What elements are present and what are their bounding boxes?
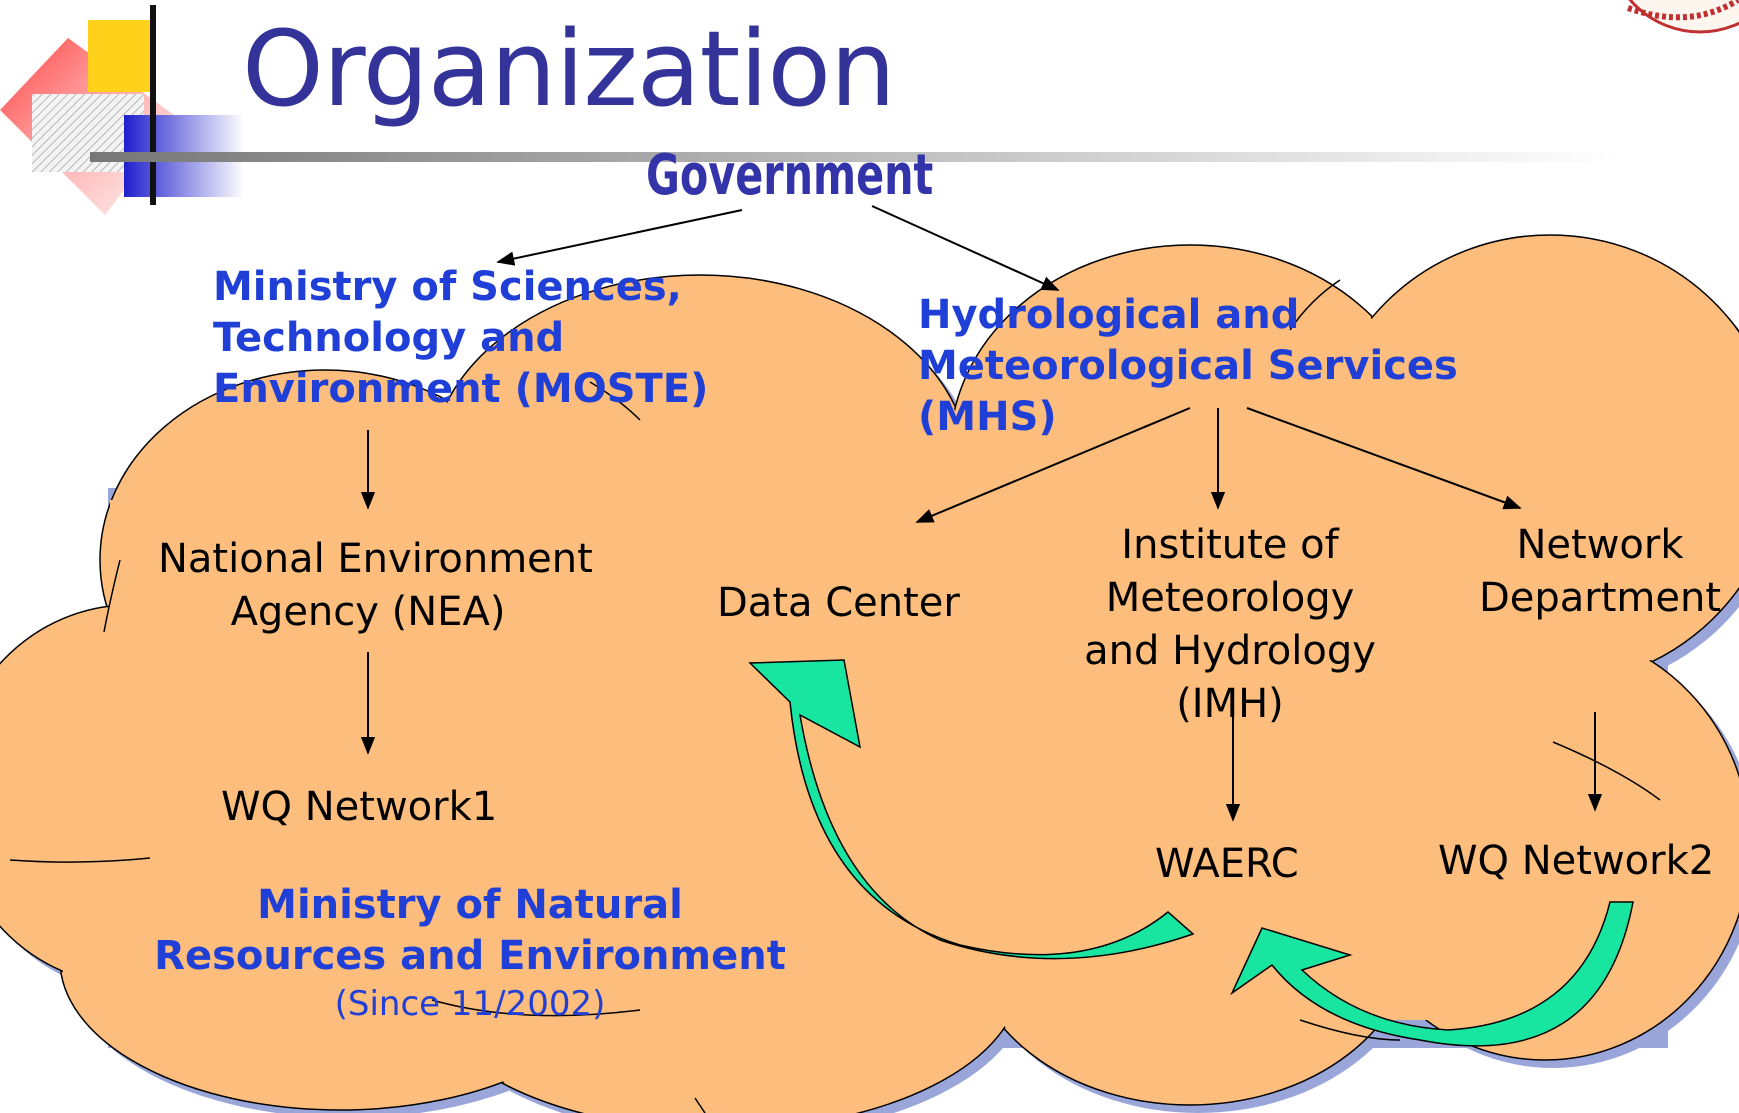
imh-line3: and Hydrology — [1084, 628, 1376, 674]
nea-node: National Environment Agency (NEA) — [158, 533, 593, 639]
flow-arrow-waerc-to-datacenter — [748, 659, 1195, 960]
moste-line1: Ministry of Sciences, — [213, 264, 682, 310]
cloud-body — [0, 237, 1739, 1113]
monre-line2: Resources and Environment — [154, 933, 786, 979]
mhs-line2: Meteorological Services — [918, 343, 1458, 389]
flow-arrow-wq2-to-waerc — [1230, 901, 1634, 1047]
government-node: Government — [646, 143, 934, 208]
network-dept-line2: Department — [1478, 575, 1722, 621]
waerc-node: WAERC — [1155, 841, 1299, 887]
horizontal-rule-line — [90, 152, 1620, 162]
cloud-creases — [9, 279, 1661, 1113]
moste-line3: Environment (MOSTE) — [213, 366, 709, 412]
imh-line2: Meteorology — [1105, 575, 1355, 621]
arrow-gov-mhs — [871, 205, 1060, 291]
nea-line1: National Environment — [158, 536, 593, 582]
imh-line4: (IMH) — [1176, 681, 1284, 727]
moste-node: Ministry of Sciences, Technology and Env… — [213, 262, 708, 415]
arrow-mhs-datacenter — [915, 407, 1191, 523]
mhs-line3: (MHS) — [918, 394, 1057, 440]
title-decoration — [0, 5, 1620, 215]
monre-since: (Since 11/2002) — [334, 984, 606, 1024]
nea-line2: Agency (NEA) — [230, 589, 506, 635]
data-center-node: Data Center — [717, 580, 960, 626]
arrow-gov-moste — [496, 209, 743, 266]
mhs-line1: Hydrological and — [918, 292, 1300, 338]
wq-network1-node: WQ Network1 — [221, 784, 498, 830]
seal-icon — [1626, 0, 1739, 34]
network-dept-line1: Network — [1516, 522, 1684, 568]
yellow-square-shape — [88, 20, 154, 92]
network-department-node: Network Department — [1470, 519, 1730, 625]
arrow-mhs-network — [1246, 407, 1522, 510]
moste-line2: Technology and — [213, 315, 565, 361]
imh-line1: Institute of — [1121, 522, 1339, 568]
monre-line1: Ministry of Natural — [257, 882, 683, 928]
wq-network2-node: WQ Network2 — [1438, 838, 1715, 884]
hierarchy-arrows — [360, 205, 1603, 822]
imh-node: Institute of Meteorology and Hydrology (… — [1080, 519, 1380, 731]
monre-label: Ministry of Natural Resources and Enviro… — [140, 880, 800, 1024]
mhs-node: Hydrological and Meteorological Services… — [918, 290, 1458, 443]
slide-title: Organization — [242, 8, 896, 130]
